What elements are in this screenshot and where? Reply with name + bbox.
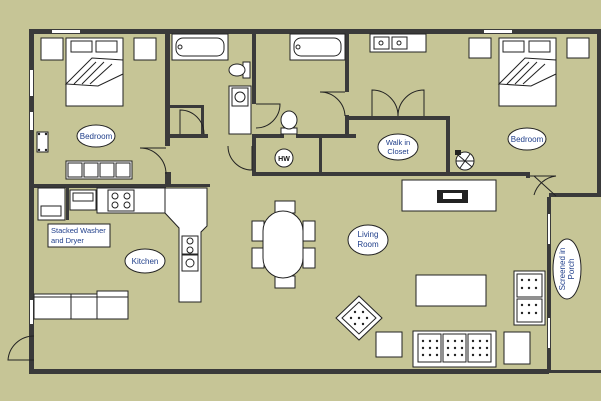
loveseat xyxy=(513,270,546,326)
bedroom-left-label: Bedroom xyxy=(80,132,113,141)
porch-label-line1: Screened in xyxy=(558,248,567,291)
hw-label: HW xyxy=(278,156,290,163)
bathroom-left-door[interactable] xyxy=(179,109,205,135)
bathroom-right-door[interactable] xyxy=(255,103,281,129)
accent-chair xyxy=(335,295,383,341)
walk-in-label-line2: Closet xyxy=(387,147,409,156)
nightstand-right-bed-left xyxy=(468,37,492,59)
walk-in-label-bg xyxy=(377,133,419,161)
hall-bath-door[interactable] xyxy=(227,145,253,171)
washer-label-bg xyxy=(47,223,111,248)
closet-door-right[interactable] xyxy=(397,89,425,117)
bathtub-left xyxy=(171,33,229,61)
toilet-right xyxy=(280,110,298,135)
bathtub-right xyxy=(289,33,346,61)
bed-left xyxy=(64,37,124,107)
left-bedroom: Bedroom xyxy=(36,37,167,180)
end-table-right xyxy=(503,331,531,365)
walk-in-closet: Walk in Closet xyxy=(369,33,427,161)
bathroom-left xyxy=(171,33,252,135)
porch-label-bg xyxy=(552,238,582,300)
bedroom-left-door[interactable] xyxy=(139,147,167,175)
washer-label-line1: Stacked Washer xyxy=(51,226,106,235)
bath-closet-door[interactable] xyxy=(319,91,346,117)
hw-closet: HW xyxy=(274,148,294,168)
chair xyxy=(36,131,49,153)
right-bedroom: Bedroom xyxy=(455,37,590,197)
nightstand-right xyxy=(133,37,157,61)
closet-door-left[interactable] xyxy=(371,89,399,117)
double-sink xyxy=(369,33,427,53)
bedroom-right-label-bg xyxy=(507,127,547,151)
bedroom-left-label-bg xyxy=(76,124,116,148)
screened-porch: Screened in Porch xyxy=(552,238,582,300)
bottom-cabinets xyxy=(33,290,129,320)
washer-label-line2: and Dryer xyxy=(51,236,84,245)
sink-left xyxy=(228,85,252,135)
kitchen-label: Kitchen xyxy=(132,257,159,266)
living-area: Living Room xyxy=(251,179,546,368)
end-table-left xyxy=(375,331,403,358)
fridge xyxy=(69,189,97,211)
living-room-label-bg xyxy=(347,224,389,256)
walk-in-label-line1: Walk in xyxy=(386,138,410,147)
kitchen-label-bg xyxy=(124,248,166,274)
dresser xyxy=(65,160,133,180)
toilet-left xyxy=(228,61,251,79)
bathroom-right xyxy=(227,33,346,171)
coffee-table xyxy=(415,274,487,307)
hw-circle xyxy=(274,148,294,168)
kitchen-area: Stacked Washer and Dryer Kitchen xyxy=(7,187,208,361)
kitchen-island xyxy=(164,187,208,303)
nightstand-right-bed-right xyxy=(566,37,590,59)
living-room-label-line2: Room xyxy=(357,240,379,249)
nightstand-left xyxy=(40,37,64,61)
fan xyxy=(455,150,475,171)
tv-console xyxy=(401,179,497,212)
porch-door[interactable] xyxy=(530,175,557,196)
sofa xyxy=(412,330,497,368)
bed-right xyxy=(497,37,557,107)
bedroom-right-label: Bedroom xyxy=(511,135,544,144)
front-door[interactable] xyxy=(7,335,35,361)
living-room-label-line1: Living xyxy=(358,230,379,239)
dining-table xyxy=(251,200,316,289)
walls xyxy=(29,29,601,374)
porch-label-line2: Porch xyxy=(567,259,576,280)
